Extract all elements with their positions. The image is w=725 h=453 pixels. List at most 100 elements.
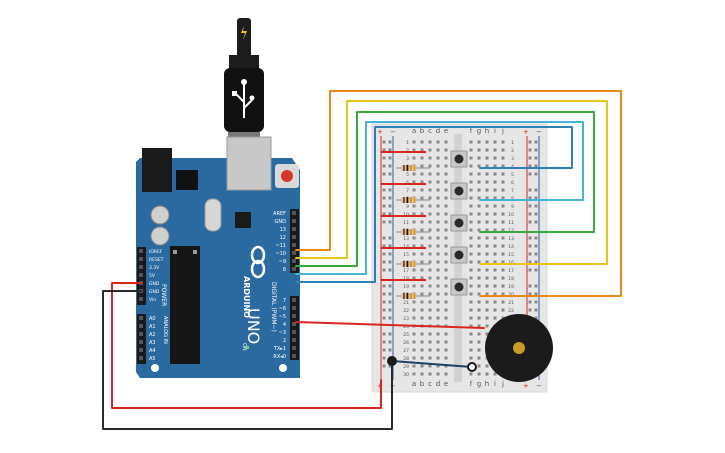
rail-hole[interactable] <box>528 260 532 264</box>
breadboard-hole[interactable] <box>493 140 497 144</box>
rail-hole[interactable] <box>382 332 386 336</box>
breadboard-hole[interactable] <box>420 188 424 192</box>
breadboard-hole[interactable] <box>469 180 473 184</box>
header-pin[interactable] <box>292 330 296 334</box>
rail-hole[interactable] <box>534 172 538 176</box>
breadboard-hole[interactable] <box>444 148 448 152</box>
breadboard-hole[interactable] <box>477 204 481 208</box>
breadboard-hole[interactable] <box>477 180 481 184</box>
breadboard-hole[interactable] <box>436 156 440 160</box>
breadboard-hole[interactable] <box>501 260 505 264</box>
breadboard-hole[interactable] <box>428 220 432 224</box>
breadboard-hole[interactable] <box>412 212 416 216</box>
header-pin[interactable] <box>292 259 296 263</box>
rail-hole[interactable] <box>388 172 392 176</box>
breadboard-hole[interactable] <box>444 244 448 248</box>
breadboard-hole[interactable] <box>477 148 481 152</box>
breadboard-hole[interactable] <box>469 204 473 208</box>
breadboard-hole[interactable] <box>501 196 505 200</box>
rail-hole[interactable] <box>382 164 386 168</box>
breadboard-hole[interactable] <box>412 252 416 256</box>
breadboard-hole[interactable] <box>469 348 473 352</box>
rail-hole[interactable] <box>528 252 532 256</box>
breadboard-hole[interactable] <box>469 268 473 272</box>
push-button[interactable] <box>450 278 468 296</box>
breadboard-hole[interactable] <box>412 308 416 312</box>
breadboard-hole[interactable] <box>428 244 432 248</box>
rail-hole[interactable] <box>534 140 538 144</box>
breadboard-hole[interactable] <box>444 276 448 280</box>
push-button[interactable] <box>450 182 468 200</box>
breadboard-hole[interactable] <box>436 252 440 256</box>
breadboard-hole[interactable] <box>428 236 432 240</box>
breadboard-hole[interactable] <box>444 356 448 360</box>
breadboard-hole[interactable] <box>493 372 497 376</box>
breadboard-hole[interactable] <box>477 316 481 320</box>
rail-hole[interactable] <box>534 204 538 208</box>
push-button[interactable] <box>450 150 468 168</box>
rail-hole[interactable] <box>388 140 392 144</box>
rail-hole[interactable] <box>382 204 386 208</box>
breadboard-hole[interactable] <box>485 332 489 336</box>
breadboard-hole[interactable] <box>501 212 505 216</box>
breadboard-hole[interactable] <box>436 308 440 312</box>
breadboard-hole[interactable] <box>469 140 473 144</box>
header-pin[interactable] <box>139 356 143 360</box>
breadboard-hole[interactable] <box>477 236 481 240</box>
breadboard-hole[interactable] <box>420 364 424 368</box>
breadboard-hole[interactable] <box>436 188 440 192</box>
breadboard-hole[interactable] <box>485 292 489 296</box>
breadboard-hole[interactable] <box>444 340 448 344</box>
breadboard-hole[interactable] <box>412 156 416 160</box>
breadboard-hole[interactable] <box>436 260 440 264</box>
breadboard-hole[interactable] <box>428 268 432 272</box>
rail-hole[interactable] <box>534 244 538 248</box>
breadboard-hole[interactable] <box>485 316 489 320</box>
rail-hole[interactable] <box>388 156 392 160</box>
breadboard-hole[interactable] <box>501 140 505 144</box>
breadboard-hole[interactable] <box>501 284 505 288</box>
breadboard-hole[interactable] <box>493 156 497 160</box>
rail-hole[interactable] <box>534 236 538 240</box>
breadboard-hole[interactable] <box>436 300 440 304</box>
breadboard-hole[interactable] <box>493 188 497 192</box>
rail-hole[interactable] <box>534 164 538 168</box>
breadboard-hole[interactable] <box>493 180 497 184</box>
breadboard-hole[interactable] <box>477 356 481 360</box>
breadboard-hole[interactable] <box>477 164 481 168</box>
breadboard-hole[interactable] <box>469 244 473 248</box>
breadboard-hole[interactable] <box>493 292 497 296</box>
breadboard-hole[interactable] <box>420 212 424 216</box>
breadboard-hole[interactable] <box>477 300 481 304</box>
breadboard-hole[interactable] <box>412 276 416 280</box>
header-pin[interactable] <box>292 338 296 342</box>
breadboard-hole[interactable] <box>477 308 481 312</box>
rail-hole[interactable] <box>388 260 392 264</box>
breadboard-hole[interactable] <box>428 204 432 208</box>
rail-hole[interactable] <box>528 244 532 248</box>
breadboard-hole[interactable] <box>428 316 432 320</box>
breadboard-hole[interactable] <box>493 252 497 256</box>
breadboard-hole[interactable] <box>420 316 424 320</box>
breadboard-hole[interactable] <box>501 300 505 304</box>
header-pin[interactable] <box>139 249 143 253</box>
breadboard-hole[interactable] <box>485 220 489 224</box>
breadboard-hole[interactable] <box>428 332 432 336</box>
breadboard-hole[interactable] <box>493 268 497 272</box>
rail-hole[interactable] <box>382 244 386 248</box>
breadboard-hole[interactable] <box>436 332 440 336</box>
breadboard-hole[interactable] <box>444 140 448 144</box>
breadboard-hole[interactable] <box>428 364 432 368</box>
rail-hole[interactable] <box>382 340 386 344</box>
rail-hole[interactable] <box>382 172 386 176</box>
push-button[interactable] <box>450 246 468 264</box>
rail-hole[interactable] <box>534 156 538 160</box>
rail-hole[interactable] <box>388 364 392 368</box>
breadboard-hole[interactable] <box>493 204 497 208</box>
breadboard-hole[interactable] <box>477 340 481 344</box>
header-pin[interactable] <box>139 297 143 301</box>
header-pin[interactable] <box>139 257 143 261</box>
breadboard-hole[interactable] <box>477 220 481 224</box>
rail-hole[interactable] <box>528 196 532 200</box>
breadboard-hole[interactable] <box>469 220 473 224</box>
